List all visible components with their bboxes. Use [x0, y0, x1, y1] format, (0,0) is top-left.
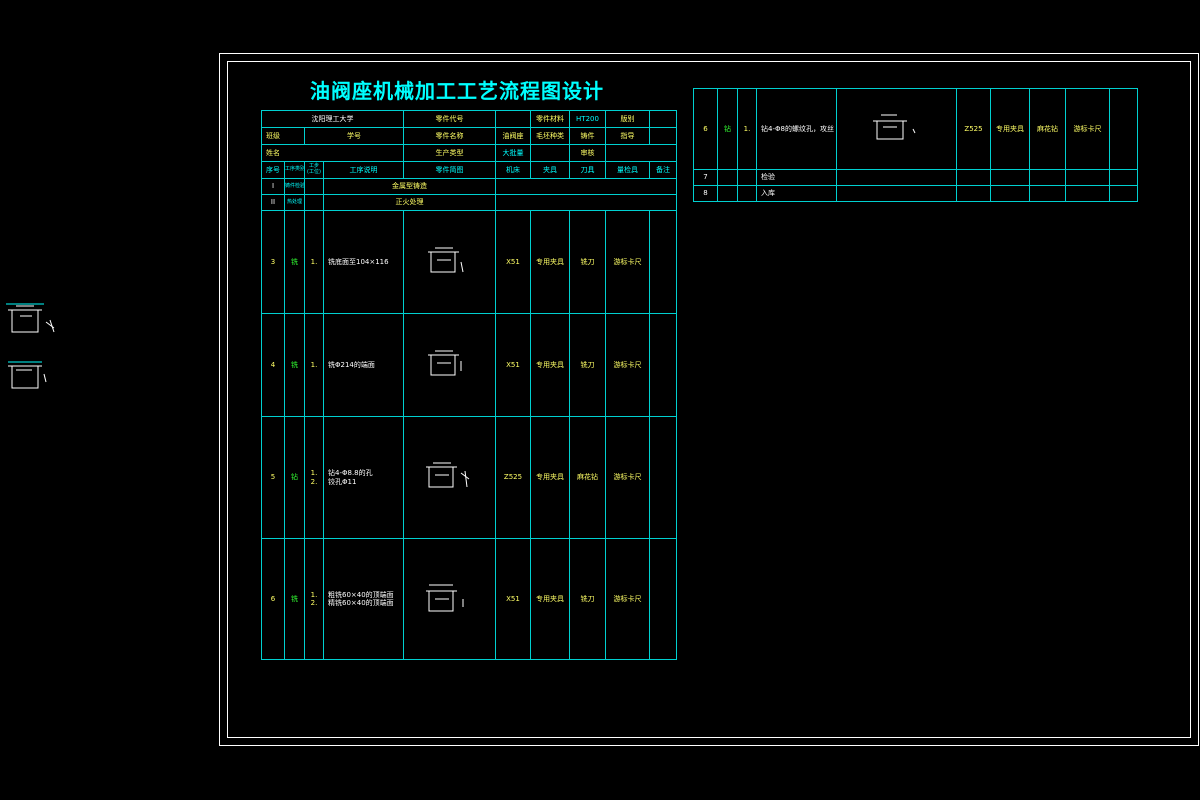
drawing-title: 油阀座机械加工工艺流程图设计: [310, 79, 604, 103]
col-machine: 机床: [495, 161, 531, 179]
col-seq: 序号: [261, 161, 285, 179]
production-type-value: 大批量: [495, 144, 531, 162]
drawing-border-outer: [219, 53, 1199, 746]
blank-type-value: 铸件: [569, 127, 606, 145]
process-card-continuation: 6 钻 1. 钻4-Φ8的螺纹孔，攻丝 Z525 专用夹具 麻花钻 游标卡尺 7…: [693, 88, 1138, 202]
prep-row: I 铸件检验 金属型铸造: [261, 178, 677, 195]
col-content: 工序说明: [323, 161, 404, 179]
review-label: 审核: [569, 144, 606, 162]
operation-row: 4 铣 1. 铣Φ214的端面 X51 专用夹具 铣刀 游标卡尺: [261, 313, 677, 417]
blank-type-label: 毛坯种类: [530, 127, 570, 145]
operation-row: 8 入库: [693, 185, 1138, 202]
loose-part-sketches: [6, 303, 55, 389]
part-sketch: [403, 313, 496, 417]
part-sketch: [403, 538, 496, 660]
col-fixture: 夹具: [530, 161, 570, 179]
material-label: 零件材料: [530, 110, 570, 128]
part-sketch: [403, 210, 496, 314]
sheet-label: 版别: [605, 110, 650, 128]
part-sketch: [403, 416, 496, 539]
operation-row: 7 检验: [693, 169, 1138, 186]
process-card-table: 沈阳理工大学 零件代号 零件材料 HT200 版别 班级 学号 零件名称 油阀座…: [261, 110, 677, 660]
col-process-type: 工序类别: [284, 161, 305, 179]
production-type-label: 生产类型: [403, 144, 496, 162]
operation-row: 6 钻 1. 钻4-Φ8的螺纹孔，攻丝 Z525 专用夹具 麻花钻 游标卡尺: [693, 88, 1138, 170]
col-tool: 刀具: [569, 161, 606, 179]
part-code-label: 零件代号: [403, 110, 496, 128]
part-name-label: 零件名称: [403, 127, 496, 145]
col-gauge: 量检具: [605, 161, 650, 179]
col-sketch: 零件简图: [403, 161, 496, 179]
operation-row: 5 钻 1.2. 钻4-Φ8.8的孔铰孔Φ11 Z525 专用夹具 麻花钻 游标…: [261, 416, 677, 539]
part-name-value: 油阀座: [495, 127, 531, 145]
material-value: HT200: [569, 110, 606, 128]
col-step-no: 工步(工位): [304, 161, 324, 179]
class-label: 班级: [261, 127, 305, 145]
part-code-value: [495, 110, 531, 128]
student-no-label: 学号: [304, 127, 404, 145]
part-sketch: [836, 88, 957, 170]
sheet-value: [649, 110, 677, 128]
name-label: 姓名: [261, 144, 404, 162]
school-name: 沈阳理工大学: [261, 110, 404, 128]
column-header-row: 序号 工序类别 工步(工位) 工序说明 零件简图 机床 夹具 刀具 量检具 备注: [261, 161, 677, 179]
operation-row: 3 铣 1. 铣底面至104×116 X51 专用夹具 铣刀 游标卡尺: [261, 210, 677, 314]
col-remark: 备注: [649, 161, 677, 179]
drawing-border-inner: [227, 61, 1191, 738]
operation-row: 6 铣 1.2. 粗铣60×40的顶端面精铣60×40的顶端面 X51 专用夹具…: [261, 538, 677, 660]
prep-row: II 热处理 正火处理: [261, 194, 677, 211]
advisor-label: 指导: [605, 127, 650, 145]
